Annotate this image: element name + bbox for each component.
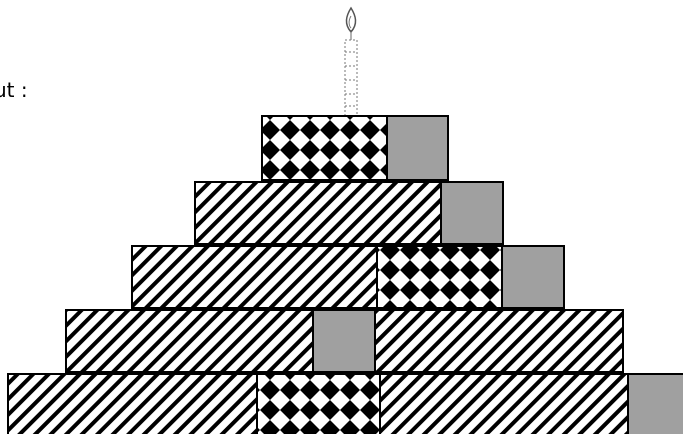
tier-1-checker-block xyxy=(262,116,387,180)
tier-5-gray-block xyxy=(628,374,683,434)
tier-4-hatched-block xyxy=(66,310,313,372)
tier-3 xyxy=(132,246,564,308)
tier-4 xyxy=(66,310,623,372)
tier-5-checker-block xyxy=(257,374,380,434)
tier-2-hatched-block xyxy=(195,182,441,244)
tier-2-gray-block xyxy=(441,182,503,244)
tier-2 xyxy=(195,182,503,244)
tier-4-gray-block xyxy=(313,310,375,372)
candle-icon xyxy=(345,8,357,116)
tier-5-hatched-block xyxy=(380,374,628,434)
tier-1 xyxy=(262,116,448,180)
tier-3-gray-block xyxy=(502,246,564,308)
tier-5-hatched-block xyxy=(8,374,257,434)
tier-3-hatched-block xyxy=(132,246,377,308)
tier-1-gray-block xyxy=(387,116,448,180)
tier-4-hatched-block xyxy=(375,310,623,372)
tier-5 xyxy=(8,374,683,434)
tier-3-checker-block xyxy=(377,246,502,308)
